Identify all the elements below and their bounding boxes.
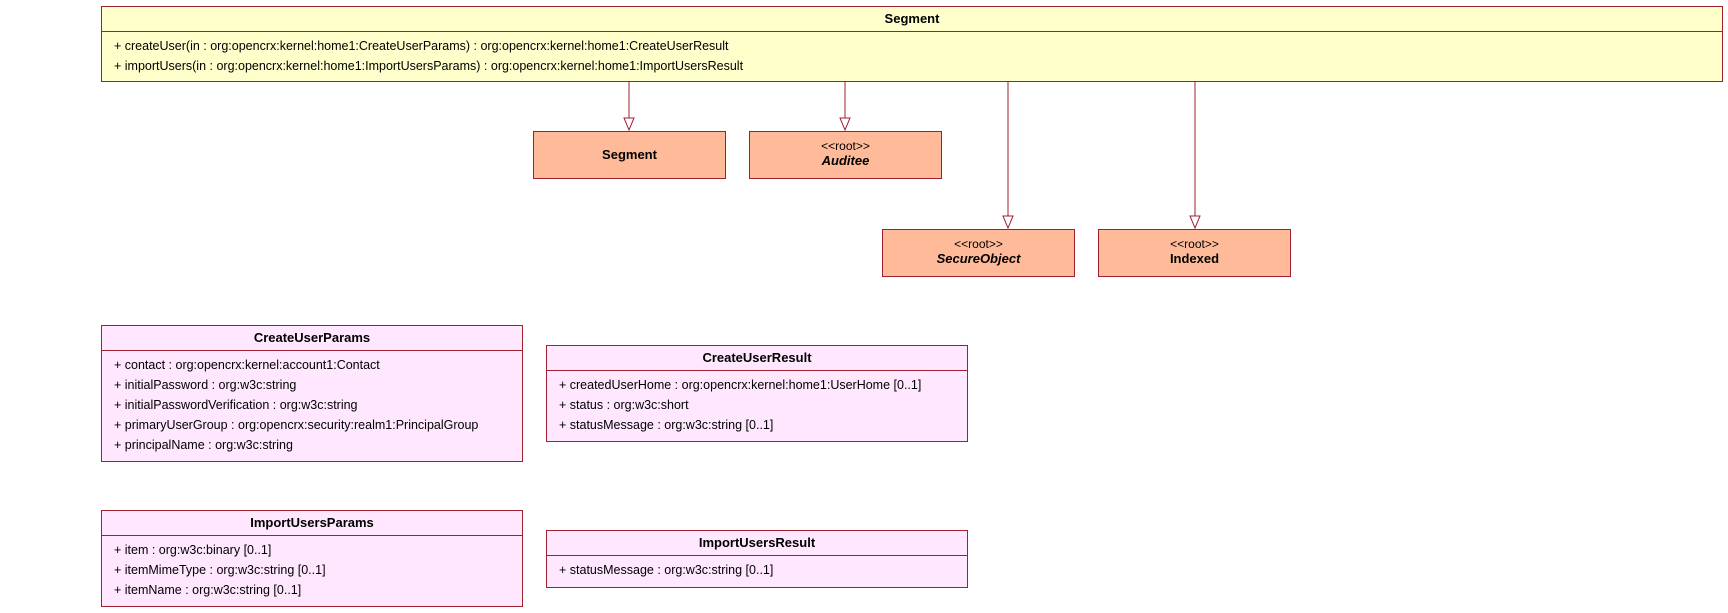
attributes-compartment: + item : org:w3c:binary [0..1] + itemMim… bbox=[102, 536, 522, 600]
class-name: Segment bbox=[102, 7, 1722, 32]
inherit-arrowhead-segment bbox=[623, 117, 635, 132]
class-segment[interactable]: Segment + createUser(in : org:opencrx:ke… bbox=[101, 6, 1723, 82]
struct-name: ImportUsersParams bbox=[102, 511, 522, 536]
parent-class-name: Indexed bbox=[1169, 251, 1220, 266]
parent-class-auditee[interactable]: <<root>> Auditee bbox=[749, 131, 942, 179]
attribute-row: + initialPassword : org:w3c:string bbox=[114, 378, 297, 392]
inherit-arrowhead-indexed bbox=[1189, 215, 1201, 230]
attribute-row: + contact : org:opencrx:kernel:account1:… bbox=[114, 358, 380, 372]
attribute-row: + itemMimeType : org:w3c:string [0..1] bbox=[114, 563, 326, 577]
attribute-row: + statusMessage : org:w3c:string [0..1] bbox=[559, 418, 774, 432]
parent-class-indexed[interactable]: <<root>> Indexed bbox=[1098, 229, 1291, 277]
operation-create-user: + createUser(in : org:opencrx:kernel:hom… bbox=[114, 39, 729, 53]
attributes-compartment: + contact : org:opencrx:kernel:account1:… bbox=[102, 351, 522, 455]
stereotype-label: <<root>> bbox=[1170, 237, 1219, 251]
attribute-row: + itemName : org:w3c:string [0..1] bbox=[114, 583, 302, 597]
operations-compartment: + createUser(in : org:opencrx:kernel:hom… bbox=[102, 32, 1722, 76]
parent-class-name: SecureObject bbox=[936, 251, 1021, 266]
inherit-arrowhead-auditee bbox=[839, 117, 851, 132]
struct-create-user-result[interactable]: CreateUserResult + createdUserHome : org… bbox=[546, 345, 968, 442]
struct-create-user-params[interactable]: CreateUserParams + contact : org:opencrx… bbox=[101, 325, 523, 462]
operation-import-users: + importUsers(in : org:opencrx:kernel:ho… bbox=[114, 59, 744, 73]
attribute-row: + primaryUserGroup : org:opencrx:securit… bbox=[114, 418, 479, 432]
parent-class-segment[interactable]: Segment bbox=[533, 131, 726, 179]
attribute-row: + item : org:w3c:binary [0..1] bbox=[114, 543, 272, 557]
attributes-compartment: + statusMessage : org:w3c:string [0..1] bbox=[547, 556, 967, 580]
struct-import-users-params[interactable]: ImportUsersParams + item : org:w3c:binar… bbox=[101, 510, 523, 607]
struct-name: ImportUsersResult bbox=[547, 531, 967, 556]
attribute-row: + principalName : org:w3c:string bbox=[114, 438, 293, 452]
stereotype-label: <<root>> bbox=[821, 139, 870, 153]
attribute-row: + createdUserHome : org:opencrx:kernel:h… bbox=[559, 378, 922, 392]
attribute-row: + initialPasswordVerification : org:w3c:… bbox=[114, 398, 358, 412]
attribute-row: + status : org:w3c:short bbox=[559, 398, 689, 412]
parent-class-name: Auditee bbox=[821, 153, 870, 168]
parent-class-name: Segment bbox=[602, 147, 657, 162]
struct-name: CreateUserParams bbox=[102, 326, 522, 351]
attributes-compartment: + createdUserHome : org:opencrx:kernel:h… bbox=[547, 371, 967, 435]
attribute-row: + statusMessage : org:w3c:string [0..1] bbox=[559, 563, 774, 577]
struct-import-users-result[interactable]: ImportUsersResult + statusMessage : org:… bbox=[546, 530, 968, 588]
stereotype-label: <<root>> bbox=[954, 237, 1003, 251]
inherit-arrowhead-secureobject bbox=[1002, 215, 1014, 230]
struct-name: CreateUserResult bbox=[547, 346, 967, 371]
parent-class-secureobject[interactable]: <<root>> SecureObject bbox=[882, 229, 1075, 277]
